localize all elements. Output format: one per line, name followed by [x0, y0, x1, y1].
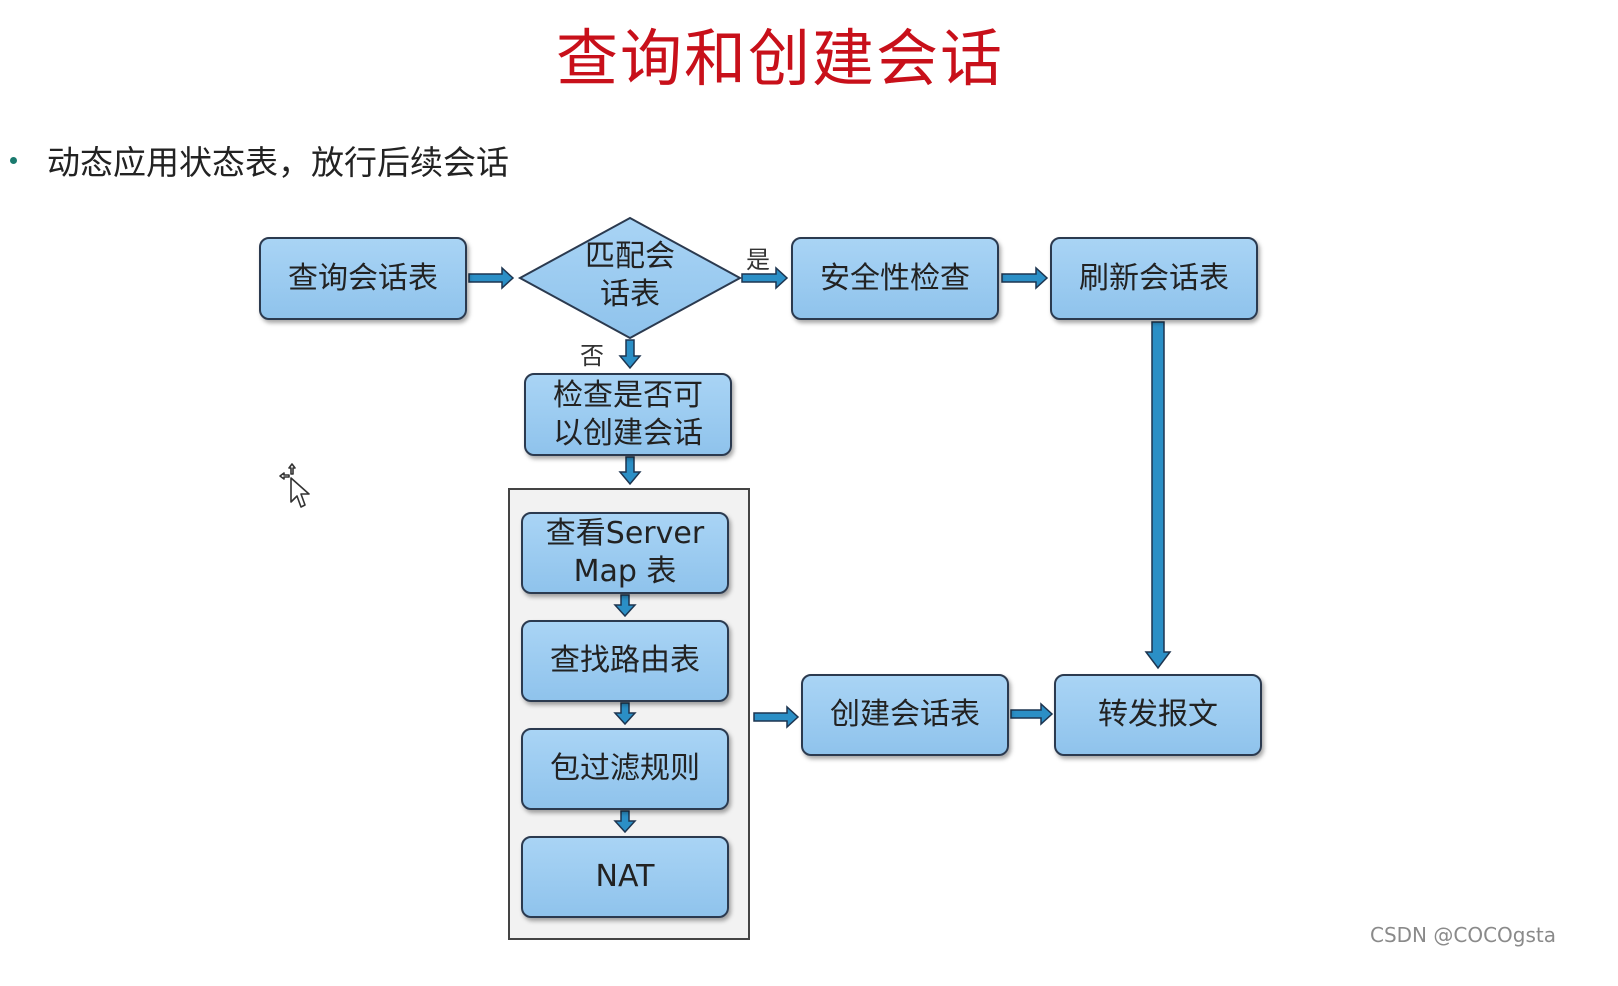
arrow-security-to-refresh: [1001, 266, 1049, 290]
bullet-text: 动态应用状态表，放行后续会话: [47, 143, 509, 182]
box-refresh-session-table: 刷新会话表: [1050, 237, 1258, 320]
box-route-lookup: 查找路由表: [521, 620, 729, 702]
arrow-check-to-group: [618, 456, 642, 486]
slide-title: 查询和创建会话: [555, 22, 1004, 95]
decision-label: 匹配会 话表: [585, 239, 675, 312]
arrow-route-to-filter: [613, 702, 637, 726]
box-forward-packet: 转发报文: [1054, 674, 1262, 756]
box-nat: NAT: [521, 836, 729, 918]
no-label: 否: [580, 342, 604, 370]
box-security-check: 安全性检查: [791, 237, 999, 320]
arrow-group-to-create: [753, 705, 800, 729]
box-create-session-table: 创建会话表: [801, 674, 1009, 756]
watermark: CSDN @COCOgsta: [1369, 923, 1556, 947]
bullet-dot-icon: [10, 156, 17, 164]
box-server-map: 查看Server Map 表: [521, 512, 729, 594]
arrow-match-to-security: [741, 266, 789, 290]
box-packet-filter: 包过滤规则: [521, 728, 729, 810]
arrow-filter-to-nat: [613, 810, 637, 834]
arrow-query-to-match: [468, 266, 515, 290]
move-cursor-icon: [279, 463, 310, 508]
box-check-can-create: 检查是否可 以创建会话: [524, 373, 732, 456]
decision-diamond: [517, 216, 743, 340]
arrow-create-to-forward: [1010, 702, 1054, 726]
box-query-session-table: 查询会话表: [259, 237, 467, 320]
bullet-item: 动态应用状态表，放行后续会话: [10, 136, 509, 184]
arrow-match-to-check: [618, 339, 642, 370]
arrow-refresh-to-forward: [1144, 321, 1172, 670]
yes-label: 是: [746, 246, 770, 274]
arrow-servermap-to-route: [613, 594, 637, 618]
